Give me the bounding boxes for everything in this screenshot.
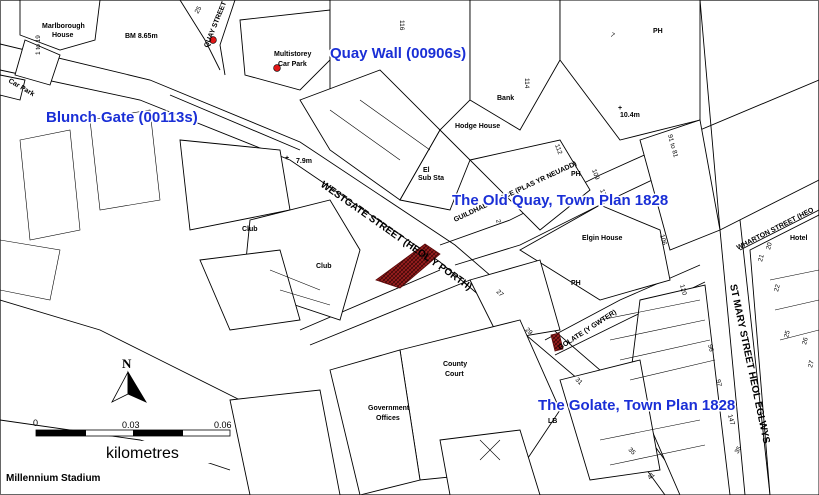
multistorey-label: Multistorey <box>274 51 311 58</box>
footer-label: Millennium Stadium <box>6 473 101 484</box>
blunch-gate-site-marker[interactable] <box>209 36 217 44</box>
lb-label: LB <box>548 418 557 425</box>
scale-tick-0: 0 <box>33 418 38 428</box>
hodge-house-label: Hodge House <box>455 123 500 130</box>
house-number: 35 <box>627 446 637 456</box>
club-label-2: Club <box>316 263 332 270</box>
house-number: 25 <box>783 329 792 338</box>
house-number: 20 <box>765 241 774 250</box>
court-label: Court <box>445 371 464 378</box>
house-number: 35 <box>734 445 744 455</box>
house-number: 106 <box>658 234 668 247</box>
house-number: 147 <box>726 414 736 427</box>
scale-tick-1: 0.03 <box>122 420 140 430</box>
house-number: 96 <box>706 344 715 353</box>
north-arrow-right-icon <box>127 370 147 403</box>
club-label-1: Club <box>242 226 258 233</box>
north-arrow-letter: N <box>122 356 132 371</box>
footer-backdrop <box>4 468 154 484</box>
bank-label: Bank <box>497 95 514 102</box>
house-number: 1 to 19 <box>35 35 42 55</box>
house-number: 21 <box>757 253 766 262</box>
blunch-gate-label: Blunch Gate (00113s) <box>46 109 198 126</box>
scale-bar: 0 0.03 0.06 kilometres <box>33 418 232 463</box>
detail-lines <box>0 99 819 466</box>
house-number: 109 <box>590 168 600 181</box>
car-park-label: Car Park <box>278 61 307 68</box>
house-number: 114 <box>523 78 530 89</box>
house-number: 7 <box>609 32 616 40</box>
house-number: 41 <box>646 471 656 481</box>
house-number: 29 <box>524 326 534 336</box>
north-arrow: N <box>111 356 147 403</box>
house-number: 2 <box>494 219 502 225</box>
site-labels: Quay Wall (00906s) Blunch Gate (00113s) … <box>45 44 737 416</box>
hotel-label: Hotel <box>790 235 808 242</box>
quay-wall-site-marker[interactable] <box>273 64 281 72</box>
house-number: 120 <box>678 284 688 297</box>
elgin-house-label: Elgin House <box>582 235 623 242</box>
scale-bar-segment <box>133 430 183 436</box>
el-label: El <box>423 167 430 174</box>
house-number: 31 <box>574 376 584 386</box>
house-number: 97 <box>714 379 723 388</box>
house-number: 112 <box>553 143 563 155</box>
scale-tick-2: 0.06 <box>214 420 232 430</box>
sub-sta-label: Sub Sta <box>418 175 444 182</box>
golate-label: The Golate, Town Plan 1828 <box>538 397 735 414</box>
house-number: 17 <box>598 188 607 198</box>
house-number: 26 <box>801 336 810 345</box>
government-label: Government <box>368 405 410 412</box>
house-number: 27 <box>807 359 816 368</box>
golate-street-label: GOLATE (Y GWTER) <box>557 309 618 352</box>
bm-height-label: BM 8.65m <box>125 33 158 40</box>
scale-unit-label: kilometres <box>106 445 179 462</box>
county-label: County <box>443 361 467 368</box>
golate-site-polygon[interactable] <box>550 332 564 352</box>
house-number: 25 <box>194 5 204 15</box>
quay-wall-label: Quay Wall (00906s) <box>330 45 466 62</box>
offices-label: Offices <box>376 415 400 422</box>
old-quay-site-polygon[interactable] <box>375 243 441 289</box>
scale-unit-backdrop <box>96 441 224 463</box>
house-number: 116 <box>398 20 405 31</box>
house-number: 22 <box>773 283 782 292</box>
house-number: 27 <box>495 288 505 298</box>
old-quay-label: The Old Quay, Town Plan 1828 <box>452 192 668 209</box>
spot-height-cross-2: + <box>618 105 622 112</box>
spot-height-cross: + <box>285 155 289 162</box>
ph-label-1: PH <box>571 171 581 178</box>
ph-label-3: PH <box>571 280 581 287</box>
height-label-1: 10.4m <box>620 112 640 119</box>
house-label: House <box>52 32 74 39</box>
height-label-2: 7.9m <box>296 158 312 165</box>
scale-bar-segment <box>36 430 86 436</box>
marlborough-label: Marlborough <box>42 23 85 30</box>
north-arrow-left-icon <box>111 371 129 403</box>
ph-label-2: PH <box>653 28 663 35</box>
